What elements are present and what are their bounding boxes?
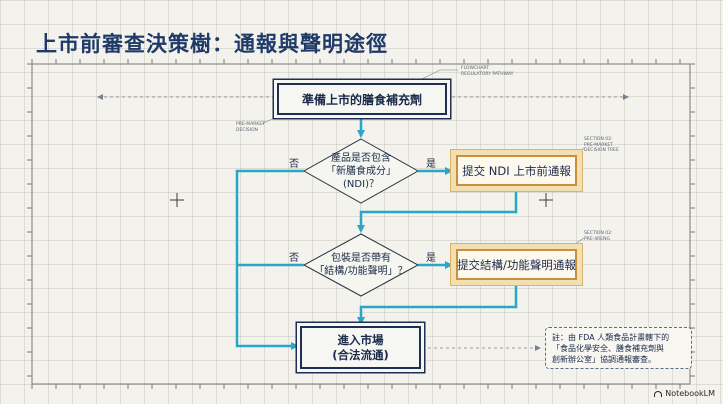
action2-node: 提交結構/功能聲明通報 [456,249,577,280]
decision1-yes-label: 是 [426,159,436,170]
crosshair-left [170,193,184,207]
annotation-section2: SECTION 02:PRE-4RENG [584,231,613,242]
action1-node: 提交 NDI 上市前通報 [456,155,577,186]
decision2-yes-label: 是 [426,253,436,264]
footnote-box: 註：由 FDA 人類食品計畫轄下的「食品化學安全、膳食補充劑與創新辦公室」協調通… [545,327,692,369]
flow-arrows [235,117,518,350]
crosshair-right [539,193,553,207]
decision2-text: 包裝是否帶有「結構/功能聲明」？ [314,253,408,277]
leader-premarket [261,115,279,125]
decision1-text: 產品是否包含「新膳食成分」(NDI)？ [326,153,396,190]
decision1-no-label: 否 [289,159,299,170]
notebooklm-logo: NotebookLM [654,389,715,398]
end-node: 進入市場(合法流通) [300,326,421,369]
decision1-diamond [302,138,420,204]
decision2-no-label: 否 [289,253,299,264]
frame-ticks [31,63,691,385]
leader-flowchart [419,69,458,81]
start-node: 準備上市的膳食補充劑 [277,83,447,115]
frame-tick-marks [27,59,695,389]
page-title: 上市前審查決策樹：通報與聲明途徑 [36,32,388,56]
notebooklm-icon [654,390,663,397]
decision2-diamond [302,233,420,297]
